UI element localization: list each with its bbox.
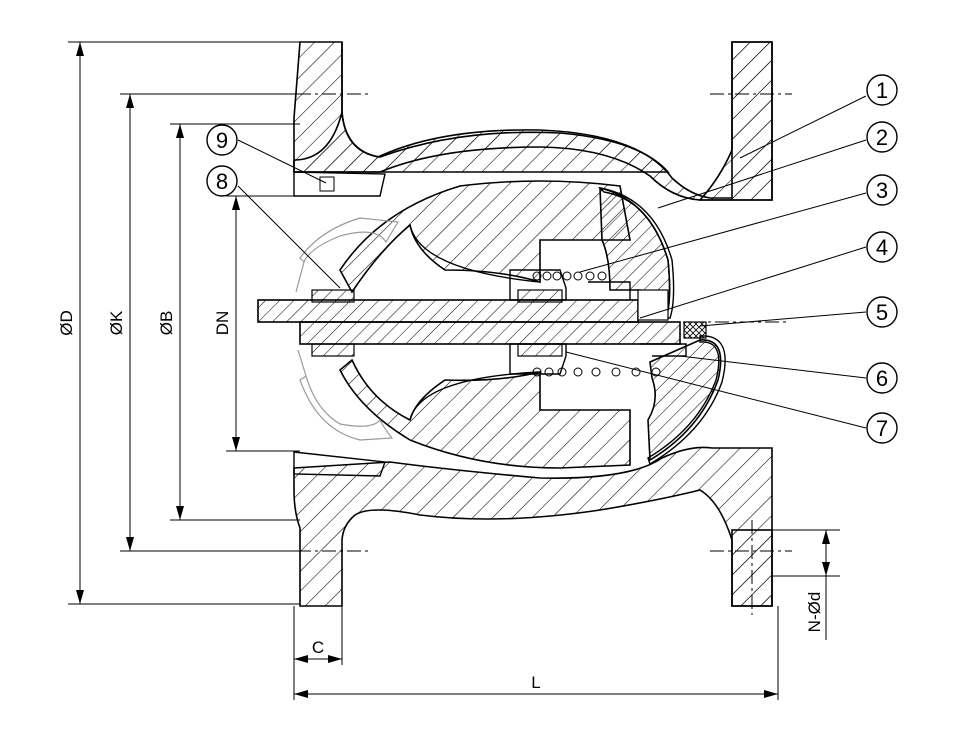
bushing-left-bottom — [311, 343, 355, 357]
callout-6: 6 — [866, 362, 898, 394]
seat-ring-top — [293, 171, 386, 197]
dim-ok-label: ØK — [107, 310, 126, 335]
end-seal — [683, 321, 707, 339]
retainer — [637, 289, 669, 321]
callout-2-number: 2 — [876, 125, 888, 150]
callout-leaders — [237, 95, 867, 429]
callout-6-number: 6 — [876, 366, 888, 391]
disc-lower — [647, 339, 722, 462]
bushing-right-top — [517, 289, 563, 303]
shaft — [257, 269, 707, 375]
dim-c-label: C — [312, 638, 324, 657]
callout-2: 2 — [866, 121, 898, 153]
callout-3-number: 3 — [876, 178, 888, 203]
dim-ob-label: ØB — [157, 311, 176, 336]
spring-bottom — [532, 367, 661, 377]
inner-guide-body — [339, 180, 631, 469]
bushing-right-bottom — [517, 343, 563, 357]
callout-3: 3 — [866, 174, 898, 206]
body-bottom-wall — [293, 446, 773, 607]
dim-nod-label: N-Ød — [805, 592, 824, 633]
centerlines — [272, 93, 792, 615]
dim-od-label: ØD — [57, 310, 76, 336]
valve-body — [293, 41, 773, 607]
callout-1: 1 — [866, 74, 898, 106]
right-flange — [698, 41, 773, 201]
callout-8: 8 — [206, 165, 238, 197]
callout-5: 5 — [866, 296, 898, 328]
callout-9: 9 — [206, 124, 238, 156]
callout-8-number: 8 — [216, 169, 228, 194]
bushing-left-top — [311, 289, 355, 303]
spring-top — [532, 271, 607, 281]
shaft-upper — [257, 299, 639, 323]
disc-open-position-outline — [295, 217, 399, 441]
dim-dn-label: DN — [213, 311, 232, 336]
callout-9-number: 9 — [216, 128, 228, 153]
right-flange-bolt-block — [731, 529, 773, 607]
callout-7-number: 7 — [876, 416, 888, 441]
disc-lower-lining — [647, 335, 726, 466]
shaft-lower — [299, 321, 681, 345]
callout-5-number: 5 — [876, 300, 888, 325]
disc — [597, 186, 726, 466]
callout-1-number: 1 — [876, 78, 888, 103]
callout-4-number: 4 — [876, 235, 888, 260]
dim-l-label: L — [531, 673, 540, 692]
callout-7: 7 — [866, 412, 898, 444]
body-top-wall — [293, 41, 773, 201]
callout-4: 4 — [866, 231, 898, 263]
seat-ring-bottom — [293, 451, 386, 477]
dimension-lines — [68, 41, 840, 700]
